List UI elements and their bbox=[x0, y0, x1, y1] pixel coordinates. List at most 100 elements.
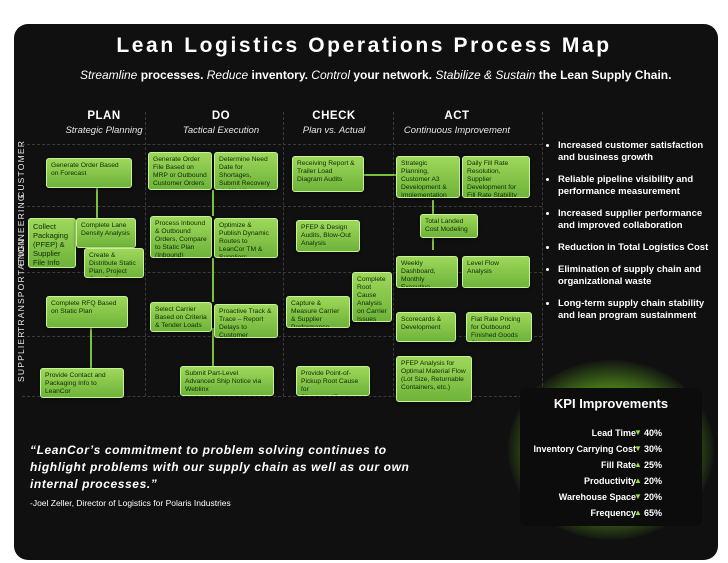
page-subtitle: Streamline processes. Reduce inventory. … bbox=[80, 68, 671, 82]
box-pfep-audits: PFEP & Design Audits, Blow-Out Analysis bbox=[296, 220, 360, 252]
phase-act-name: ACT bbox=[444, 110, 470, 122]
subtitle-word-1: Streamline bbox=[80, 68, 138, 82]
box-static-plan: Create & Distribute Static Plan, Project… bbox=[84, 248, 144, 278]
phase-plan-sub: Strategic Planning bbox=[65, 125, 143, 136]
connector-line bbox=[212, 258, 214, 302]
connector-line bbox=[90, 328, 92, 368]
box-scorecards: Scorecards & Development bbox=[396, 312, 456, 342]
box-total-landed-cost: Total Landed Cost Modeling bbox=[420, 214, 478, 238]
kpi-value: 40% bbox=[644, 428, 663, 438]
kpi-row-frequency: Frequency ▲ 65% bbox=[522, 508, 698, 522]
quote-attribution: -Joel Zeller, Director of Logistics for … bbox=[30, 498, 231, 508]
kpi-panel bbox=[520, 388, 702, 526]
lane-supplier: SUPPLIER bbox=[16, 330, 26, 382]
subtitle-word-3: Control bbox=[311, 68, 350, 82]
phase-act: ACT Continuous Improvement bbox=[396, 110, 518, 136]
box-weekly-dashboard: Weekly Dashboard, Monthly Executive Summ… bbox=[396, 256, 458, 288]
kpi-label: Warehouse Space bbox=[558, 492, 636, 502]
box-root-cause: Complete Root Cause Analysis on Carrier … bbox=[352, 272, 392, 322]
box-complete-rfq: Complete RFQ Based on Static Plan bbox=[46, 296, 128, 328]
arrow-up-icon: ▲ bbox=[634, 476, 642, 485]
arrow-down-icon: ▼ bbox=[634, 444, 642, 453]
box-strategic-planning: Strategic Planning, Customer A3 Developm… bbox=[396, 156, 460, 198]
phase-plan: PLAN Strategic Planning bbox=[54, 110, 154, 136]
lane-transportation: TRANSPORTATION bbox=[16, 238, 26, 332]
box-generate-order-file: Generate Order File Based on MRP or Outb… bbox=[148, 152, 212, 190]
grid-divider bbox=[393, 112, 394, 396]
benefit-item: Increased customer satisfaction and busi… bbox=[558, 140, 716, 164]
kpi-title: KPI Improvements bbox=[553, 396, 669, 411]
subtitle-bold-2: inventory. bbox=[251, 68, 308, 82]
arrow-down-icon: ▼ bbox=[634, 428, 642, 437]
grid-divider bbox=[145, 112, 146, 396]
benefit-item: Elimination of supply chain and organiza… bbox=[558, 264, 716, 288]
kpi-label: Fill Rate bbox=[600, 460, 636, 470]
benefit-item: Long-term supply chain stability and lea… bbox=[558, 298, 716, 322]
kpi-value: 65% bbox=[644, 508, 663, 518]
grid-divider bbox=[22, 336, 542, 337]
box-collect-packaging: Collect Packaging (PFEP) & Supplier File… bbox=[28, 218, 76, 268]
page-title: Lean Logistics Operations Process Map bbox=[116, 34, 612, 57]
box-process-inbound: Process Inbound & Outbound Orders, Compa… bbox=[150, 216, 212, 258]
box-receiving-report: Receiving Report & Trailer Load Diagram … bbox=[292, 156, 364, 192]
subtitle-bold-3: your network. bbox=[353, 68, 433, 82]
connector-line bbox=[212, 190, 214, 216]
grid-divider bbox=[542, 112, 543, 396]
kpi-value: 25% bbox=[644, 460, 663, 470]
box-optimize-routes: Optimize & Publish Dynamic Routes to Lea… bbox=[214, 218, 278, 258]
box-part-level-asn: Submit Part-Level Advanced Ship Notice v… bbox=[180, 366, 274, 396]
lane-customer: CUSTOMER bbox=[16, 139, 26, 198]
kpi-label: Inventory Carrying Cost bbox=[533, 444, 636, 454]
subtitle-word-2: Reduce bbox=[206, 68, 249, 82]
benefit-item: Reliable pipeline visibility and perform… bbox=[558, 174, 716, 198]
phase-do-sub: Tactical Execution bbox=[182, 125, 260, 136]
phase-do-name: DO bbox=[211, 110, 231, 122]
grid-divider bbox=[22, 206, 542, 207]
box-lane-density: Complete Lane Density Analysis bbox=[76, 218, 136, 248]
kpi-row-lead-time: Lead Time ▼ 40% bbox=[522, 428, 698, 442]
arrow-up-icon: ▲ bbox=[634, 508, 642, 517]
box-determine-need-date: Determine Need Date for Shortages, Submi… bbox=[214, 152, 278, 190]
box-provide-contact: Provide Contact and Packaging Info to Le… bbox=[40, 368, 124, 398]
benefit-item: Increased supplier performance and impro… bbox=[558, 208, 716, 232]
arrow-down-icon: ▼ bbox=[634, 492, 642, 501]
kpi-row-fill-rate: Fill Rate ▲ 25% bbox=[522, 460, 698, 474]
box-level-flow: Level Flow Analysis bbox=[462, 256, 530, 288]
box-point-of-pickup: Provide Point-of-Pickup Root Cause for S… bbox=[296, 366, 370, 396]
box-pfep-optimal: PFEP Analysis for Optimal Material Flow … bbox=[396, 356, 472, 402]
kpi-value: 30% bbox=[644, 444, 663, 454]
box-flat-rate: Flat Rate Pricing for Outbound Finished … bbox=[466, 312, 532, 342]
grid-divider bbox=[22, 272, 542, 273]
box-daily-fill-rate: Daily Fill Rate Resolution, Supplier Dev… bbox=[462, 156, 530, 198]
phase-check-name: CHECK bbox=[312, 110, 356, 122]
grid-divider bbox=[22, 144, 542, 145]
kpi-value: 20% bbox=[644, 476, 663, 486]
kpi-row-inventory: Inventory Carrying Cost ▼ 30% bbox=[522, 444, 698, 458]
subtitle-bold-4: the Lean Supply Chain. bbox=[538, 68, 672, 82]
grid-divider bbox=[22, 396, 542, 397]
kpi-label: Lead Time bbox=[591, 428, 636, 438]
kpi-label: Frequency bbox=[590, 508, 636, 518]
phase-do: DO Tactical Execution bbox=[166, 110, 276, 136]
connector-line bbox=[212, 328, 214, 368]
subtitle-bold-1: processes. bbox=[140, 68, 204, 82]
phase-plan-name: PLAN bbox=[87, 110, 121, 122]
kpi-label: Productivity bbox=[583, 476, 636, 486]
box-capture-measure: Capture & Measure Carrier & Supplier Per… bbox=[286, 296, 350, 328]
testimonial-quote: “LeanCor’s commitment to problem solving… bbox=[30, 443, 410, 491]
phase-check: CHECK Plan vs. Actual bbox=[284, 110, 384, 136]
kpi-value: 20% bbox=[644, 492, 663, 502]
kpi-row-productivity: Productivity ▲ 20% bbox=[522, 476, 698, 490]
phase-check-sub: Plan vs. Actual bbox=[302, 125, 366, 136]
connector-line bbox=[96, 188, 98, 218]
subtitle-word-4: Stabilize & Sustain bbox=[435, 68, 536, 82]
grid-divider bbox=[283, 112, 284, 396]
phase-act-sub: Continuous Improvement bbox=[403, 125, 511, 136]
box-select-carrier: Select Carrier Based on Criteria & Tende… bbox=[150, 302, 212, 332]
box-generate-order: Generate Order Based on Forecast bbox=[46, 158, 132, 188]
benefit-item: Reduction in Total Logistics Cost bbox=[558, 242, 716, 254]
benefits-list: Increased customer satisfaction and busi… bbox=[546, 140, 716, 332]
arrow-up-icon: ▲ bbox=[634, 460, 642, 469]
kpi-row-warehouse: Warehouse Space ▼ 20% bbox=[522, 492, 698, 506]
box-proactive-track: Proactive Track & Trace – Report Delays … bbox=[214, 304, 278, 338]
